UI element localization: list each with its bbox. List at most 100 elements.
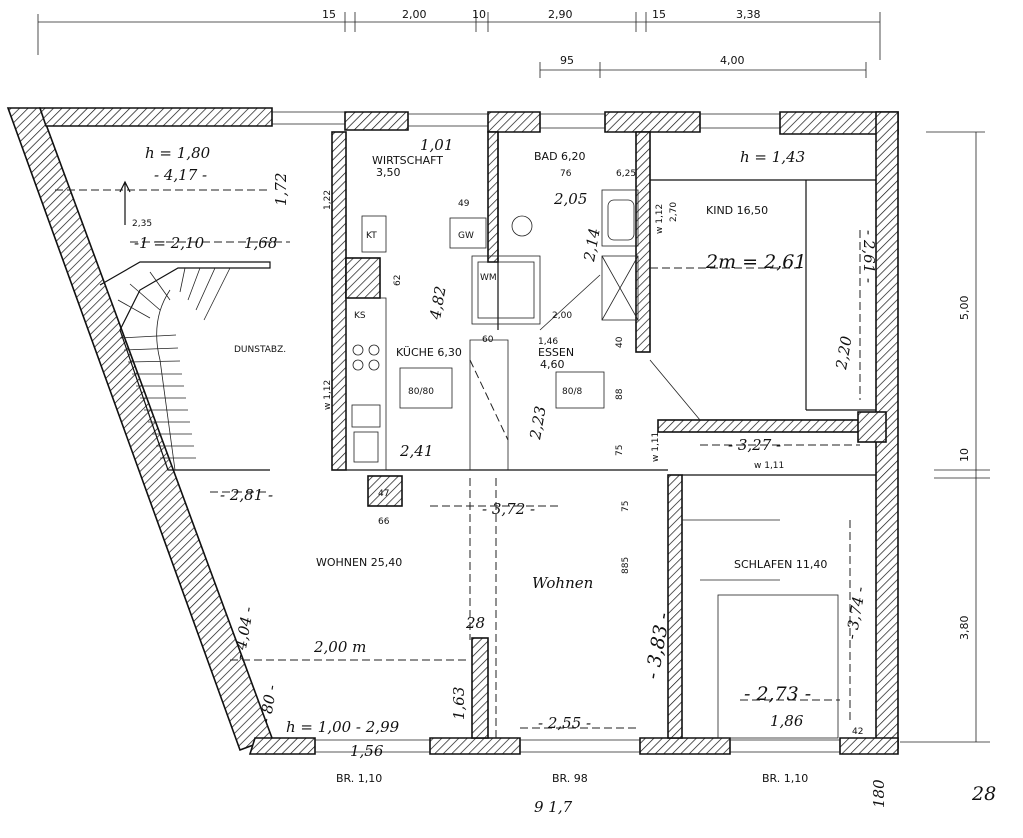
note-156: 1,56	[350, 742, 384, 760]
note-h-kind: h = 1,43	[740, 148, 805, 166]
note-75b: 75	[621, 501, 631, 512]
note-h-top: h = 1,80	[145, 144, 211, 162]
label-gw: GW	[458, 231, 474, 241]
exterior-wall-top-2	[344, 111, 409, 131]
note-66: 66	[378, 517, 390, 527]
room-label-bad: BAD 6,20	[534, 150, 586, 163]
exterior-wall-bottom-1	[248, 737, 316, 755]
dim-top-200: 2,00	[402, 8, 427, 21]
note-28: 28	[465, 614, 485, 632]
note-w111: w 1,11	[754, 461, 784, 471]
dim-top-15a: 15	[322, 8, 336, 21]
note-214: 2,14	[580, 227, 604, 264]
note-corner-28: 28	[971, 783, 996, 805]
note-w111-b: w 1,11	[651, 432, 661, 462]
dim-top-400: 4,00	[720, 54, 745, 67]
window-label-3: BR. 1,10	[762, 772, 808, 785]
note-60: 60	[482, 335, 494, 345]
note-bottom-mark: 9 1,7	[534, 798, 573, 816]
room-label-kueche: KÜCHE 6,30	[396, 346, 462, 359]
window-label-1: BR. 1,10	[336, 772, 382, 785]
note-80: - 80 -	[256, 683, 280, 724]
room-label-essen: ESSEN	[538, 346, 574, 359]
room-area-essen: 4,60	[540, 358, 565, 371]
note-210: -1 = 2,10	[134, 234, 205, 252]
dining-details	[539, 274, 701, 421]
note-625: 6,25	[616, 169, 636, 179]
interior-walls	[331, 131, 887, 739]
note-168: 1,68	[244, 234, 277, 252]
note-235: 2,35	[132, 219, 152, 229]
note-417: - 4,17 -	[154, 166, 207, 184]
note-270: 2,70	[669, 202, 679, 222]
room-label-schlafen: SCHLAFEN 11,40	[734, 558, 827, 571]
windows	[272, 111, 840, 753]
note-40: 40	[615, 336, 625, 348]
label-table-kitchen: 80/80	[408, 387, 434, 397]
note-kind-height: 2m = 2,61	[705, 251, 806, 273]
label-dunstabzug: DUNSTABZ.	[234, 345, 286, 355]
exterior-wall-top-1	[38, 107, 273, 127]
note-404: - 4,04 -	[230, 605, 257, 660]
note-49: 49	[458, 199, 470, 209]
note-220: 2,20	[832, 334, 856, 371]
label-kt: KT	[366, 231, 377, 241]
exterior-wall-bottom-2	[429, 737, 521, 755]
dim-top-10: 10	[472, 8, 486, 21]
note-281: - 2,81 -	[220, 486, 273, 504]
exterior-wall-bottom-3	[639, 737, 731, 755]
note-62: 62	[393, 275, 403, 286]
dim-top-338: 3,38	[736, 8, 761, 21]
note-482: 4,82	[426, 285, 450, 322]
note-42: 42	[852, 727, 863, 737]
dim-top-290: 2,90	[548, 8, 573, 21]
note-h-bottom: h = 1,00 - 2,99	[286, 718, 400, 736]
kitchen-fixtures	[345, 215, 509, 471]
dim-right-500: 5,00	[958, 296, 971, 321]
note-163: 1,63	[450, 687, 468, 720]
staircase	[99, 180, 271, 471]
dim-top-15b: 15	[652, 8, 666, 21]
note-47: 47	[378, 489, 389, 499]
bedroom-details	[682, 519, 839, 739]
room-label-wirtschaft: WIRTSCHAFT	[372, 154, 443, 167]
note-75a: 75	[615, 445, 625, 456]
dimension-lines	[37, 12, 990, 743]
note-186: 1,86	[770, 712, 804, 730]
note-88: 88	[615, 388, 625, 400]
note-w112-kueche: w 1,12	[323, 380, 333, 410]
note-101: 1,01	[420, 136, 453, 154]
exterior-wall-bottom-4	[839, 737, 899, 755]
note-w112-bad: w 1,12	[655, 204, 665, 234]
handwritten-wohnen: Wohnen	[532, 574, 593, 592]
exterior-wall-top-4	[604, 111, 701, 133]
note-200: 2,00	[552, 311, 572, 321]
exterior-wall-top-3	[487, 111, 541, 133]
note-172: 1,72	[272, 173, 290, 206]
note-327: - 3,27 -	[728, 436, 781, 454]
note-146: 1,46	[538, 337, 558, 347]
note-261: - 2,61 -	[860, 230, 878, 283]
note-273: - 2,73 -	[744, 683, 811, 705]
room-label-wohnen: WOHNEN 25,40	[316, 556, 402, 569]
note-200m: 2,00 m	[313, 638, 366, 656]
note-76: 76	[560, 169, 572, 179]
note-372: - 3,72 -	[482, 500, 535, 518]
note-122: 1,22	[323, 190, 333, 210]
interior-dimensions	[55, 189, 861, 740]
note-241: 2,41	[399, 442, 433, 460]
dim-right-10: 10	[958, 448, 971, 462]
note-corner-180: 180	[870, 779, 888, 808]
room-label-kind: KIND 16,50	[706, 204, 768, 217]
note-374: - 3,74 -	[842, 585, 869, 640]
note-223: 2,23	[526, 405, 550, 442]
label-wm: WM	[480, 273, 497, 283]
note-205: 2,05	[553, 190, 587, 208]
room-area-wirtschaft: 3,50	[376, 166, 401, 179]
note-885: 885	[621, 557, 631, 574]
label-table-dining: 80/8	[562, 387, 582, 397]
dim-top-95: 95	[560, 54, 574, 67]
dim-right-380: 3,80	[958, 616, 971, 641]
